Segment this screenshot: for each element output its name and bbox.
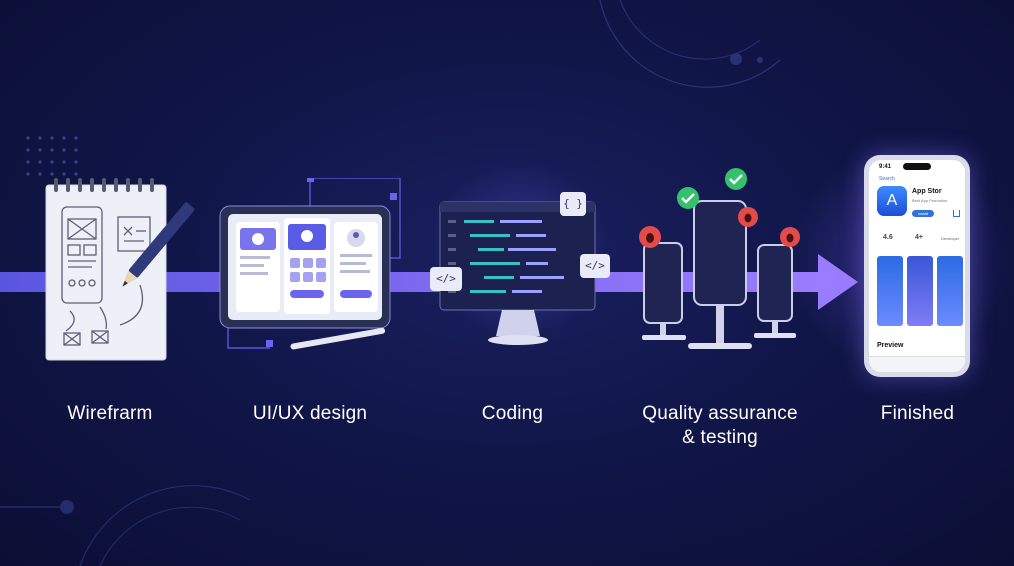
- preview-label: Preview: [877, 342, 903, 349]
- stage-label-coding: Coding: [440, 402, 585, 426]
- app-icon: A: [877, 186, 907, 216]
- wireframe-notebook-icon: [40, 175, 200, 365]
- qa-testing-devices-icon: [630, 165, 810, 355]
- phone-screen: 9:41 Search A App Stor Best App Promotio…: [869, 160, 965, 372]
- finished-phone: 9:41 Search A App Stor Best App Promotio…: [864, 155, 970, 377]
- stage-label-wireframe: Wirefrarm: [30, 402, 190, 426]
- coding-monitor-icon: [430, 188, 610, 353]
- back-link[interactable]: Search: [879, 176, 895, 182]
- app-subtitle: Best App Promotion: [912, 198, 947, 203]
- install-button[interactable]: Install: [912, 210, 934, 217]
- stage-label-finished: Finished: [845, 402, 990, 426]
- status-time: 9:41: [879, 164, 891, 170]
- rating-value: 4.6: [883, 234, 893, 241]
- screenshot-1: [877, 256, 903, 326]
- share-icon[interactable]: [953, 210, 960, 217]
- age-value: 4+: [915, 234, 923, 241]
- app-name: App Stor: [912, 188, 942, 195]
- screenshot-2: [907, 256, 933, 326]
- stage-label-uiux: UI/UX design: [220, 402, 400, 426]
- stage-label-qa: Quality assurance & testing: [620, 402, 820, 450]
- tab-bar: [869, 356, 965, 372]
- developer-label: Developer: [941, 236, 959, 241]
- ui-design-tablet-icon: [210, 178, 410, 358]
- phone-notch: [903, 163, 931, 170]
- screenshot-3: [937, 256, 963, 326]
